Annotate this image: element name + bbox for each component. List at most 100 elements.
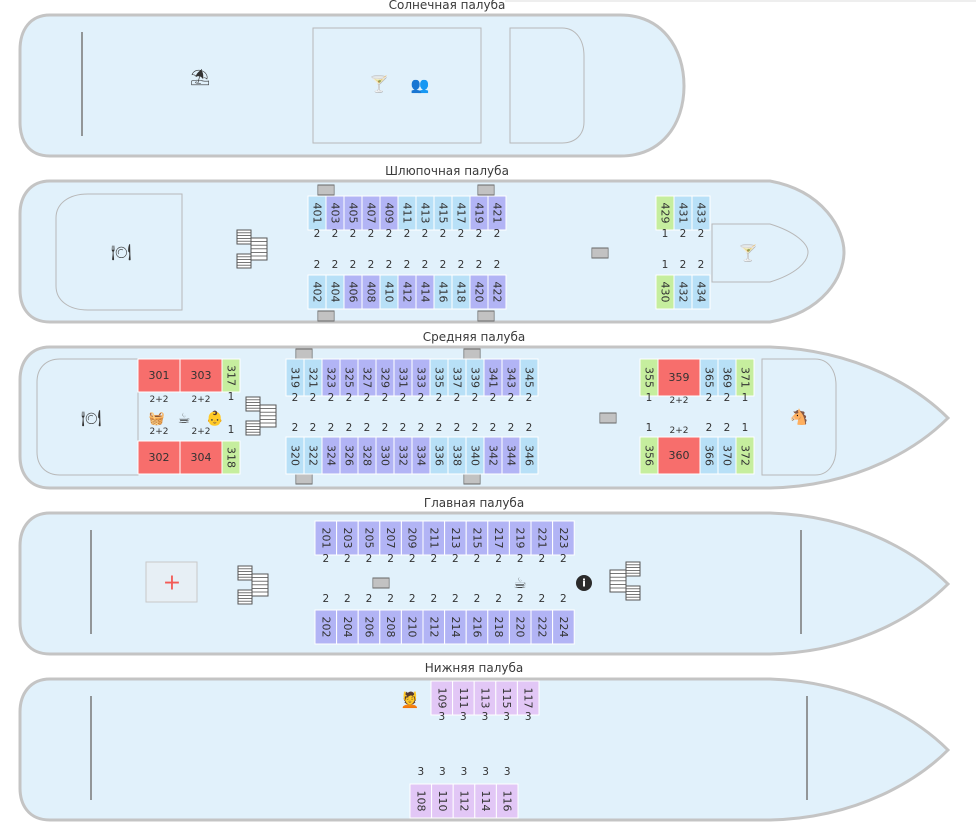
cabin-capacity: 2 <box>386 228 393 240</box>
cabin-capacity: 2 <box>310 422 317 434</box>
cabin-capacity: 2 <box>382 392 389 404</box>
cabin-number: 346 <box>523 445 536 466</box>
cabin-capacity: 2 <box>517 593 524 605</box>
cabin-number: 345 <box>523 367 536 388</box>
cabin-number: 221 <box>535 528 548 549</box>
cabin-capacity: 3 <box>417 766 424 778</box>
cabin-number: 302 <box>149 451 170 464</box>
info-icon[interactable]: i <box>576 575 592 591</box>
coffee-icon: ☕ <box>513 574 526 592</box>
